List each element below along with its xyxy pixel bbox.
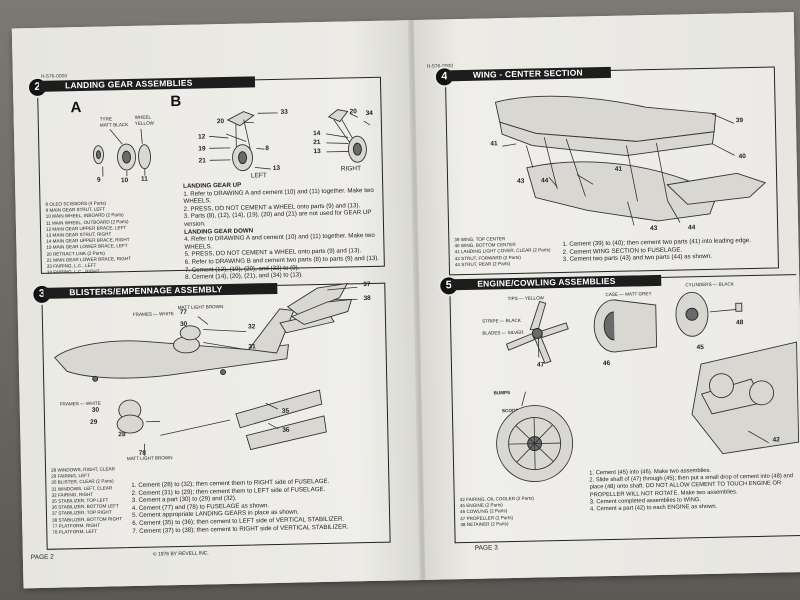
parts-list-blisters: 28 WINDOWS, RIGHT, CLEAR 29 FAIRING, LEF… [51, 466, 122, 536]
part-num-37: 37 [363, 280, 371, 289]
part-num-48: 48 [736, 319, 744, 327]
copyright: © 1976 BY REVELL INC. [152, 550, 209, 558]
parts-list-engine: 42 FAIRING, OIL COOLER (2 Parts) 45 ENGI… [460, 496, 535, 529]
part-num-77: 77 [179, 308, 188, 316]
part-num-38: 38 [363, 294, 371, 303]
part-num-46: 46 [602, 359, 611, 368]
wing-drawing [494, 95, 767, 226]
part-num-28: 28 [118, 431, 126, 439]
part-num-29: 29 [89, 418, 98, 426]
part-num-32: 32 [248, 323, 256, 331]
part-num-42: 42 [772, 436, 780, 444]
steps-engine: 1. Cement (45) into (46). Make two assem… [589, 466, 800, 514]
instruction-sheet: H-576-0000 2 LANDING GEAR ASSEMBLIES A B… [11, 12, 800, 589]
part-num-30b: 30 [91, 406, 100, 414]
engine-drawing [496, 291, 800, 483]
page-number-right: PAGE 3 [474, 544, 498, 552]
part-num-36: 36 [282, 426, 290, 434]
part-num-78: 78 [138, 449, 147, 457]
page-number-left: PAGE 2 [30, 553, 54, 562]
fuselage-drawing [54, 282, 358, 456]
landing-gear-drawing [93, 109, 371, 177]
part-num-30: 30 [179, 320, 188, 328]
part-num-31: 31 [248, 343, 256, 351]
page-right: H-576-0000 4 WING - CENTER SECTION 39 41… [413, 12, 800, 580]
page-left: H-576-0000 2 LANDING GEAR ASSEMBLIES A B… [11, 20, 422, 589]
part-num-35: 35 [281, 407, 290, 415]
steps-blisters: 1. Cement (28) to (32); then cement them… [131, 477, 386, 535]
part-num-47: 47 [536, 361, 545, 369]
part-num-45: 45 [696, 344, 704, 352]
